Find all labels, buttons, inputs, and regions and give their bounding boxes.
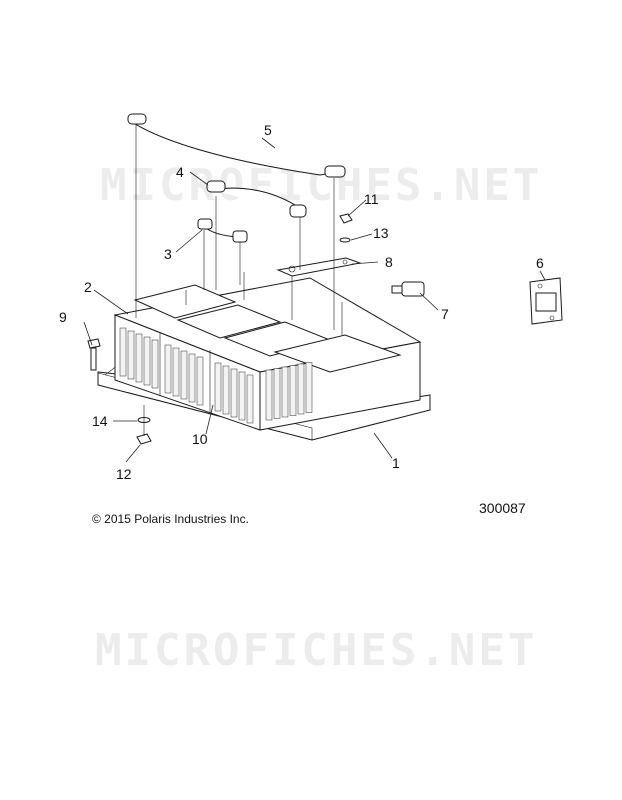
battery-cell-rib xyxy=(246,374,254,424)
bolt-9 xyxy=(87,338,101,371)
callout-6: 6 xyxy=(536,255,544,271)
cable-lug-4a xyxy=(206,180,226,193)
battery-cell-rib xyxy=(196,356,204,406)
watermark-bottom: MICROFICHES.NET xyxy=(95,625,537,676)
callout-4: 4 xyxy=(176,164,184,180)
battery-cell-rib xyxy=(214,362,222,412)
battery-cell-rib xyxy=(119,327,127,377)
battery-cell-rib xyxy=(143,336,151,386)
nut-12 xyxy=(136,433,152,445)
washer-13 xyxy=(339,237,351,243)
electronic-module xyxy=(529,277,563,325)
watermark-top: MICROFICHES.NET xyxy=(100,160,542,211)
cable-lug-5a xyxy=(127,113,147,125)
callout-7: 7 xyxy=(441,306,449,322)
callout-8: 8 xyxy=(385,254,393,270)
nut-11 xyxy=(339,213,353,224)
copyright-notice: © 2015 Polaris Industries Inc. xyxy=(92,512,249,526)
battery-cell-rib xyxy=(172,347,180,397)
battery-cell-rib xyxy=(281,366,289,418)
cable-lug-3a xyxy=(197,218,213,230)
drawing-number: 300087 xyxy=(479,500,526,516)
callout-12: 12 xyxy=(116,466,132,482)
battery-cell-rib xyxy=(188,353,196,403)
cable-lug-4b xyxy=(289,204,307,218)
battery-cell-rib xyxy=(305,362,313,413)
battery-cell-rib xyxy=(265,369,273,421)
callout-3: 3 xyxy=(164,246,172,262)
callout-14: 14 xyxy=(92,413,108,429)
battery-cell-rib xyxy=(297,363,305,415)
terminal-studs xyxy=(185,268,343,335)
callout-5: 5 xyxy=(264,122,272,138)
callout-11: 11 xyxy=(364,191,379,207)
cable-lug-5b xyxy=(324,165,346,178)
battery-cell-rib xyxy=(222,365,230,415)
battery-cell-rib xyxy=(289,365,297,416)
callout-13: 13 xyxy=(373,225,389,241)
battery-cell-rib xyxy=(273,368,281,419)
callout-2: 2 xyxy=(84,279,92,295)
battery-cell-rib xyxy=(164,344,172,394)
hold-down-bracket xyxy=(276,257,362,277)
battery-cell-rib xyxy=(238,371,246,421)
battery-cell-rib xyxy=(230,368,238,418)
battery-cell-rib xyxy=(127,330,135,380)
battery-cell-rib xyxy=(135,333,143,383)
harness-connector xyxy=(391,281,425,297)
callout-10: 10 xyxy=(192,431,208,447)
callout-9: 9 xyxy=(59,309,67,325)
callout-1: 1 xyxy=(392,455,400,471)
cable-lug-3b xyxy=(232,230,248,243)
battery-cell-rib xyxy=(180,350,188,400)
battery-pack xyxy=(113,277,422,431)
battery-cell-rib xyxy=(151,339,159,389)
